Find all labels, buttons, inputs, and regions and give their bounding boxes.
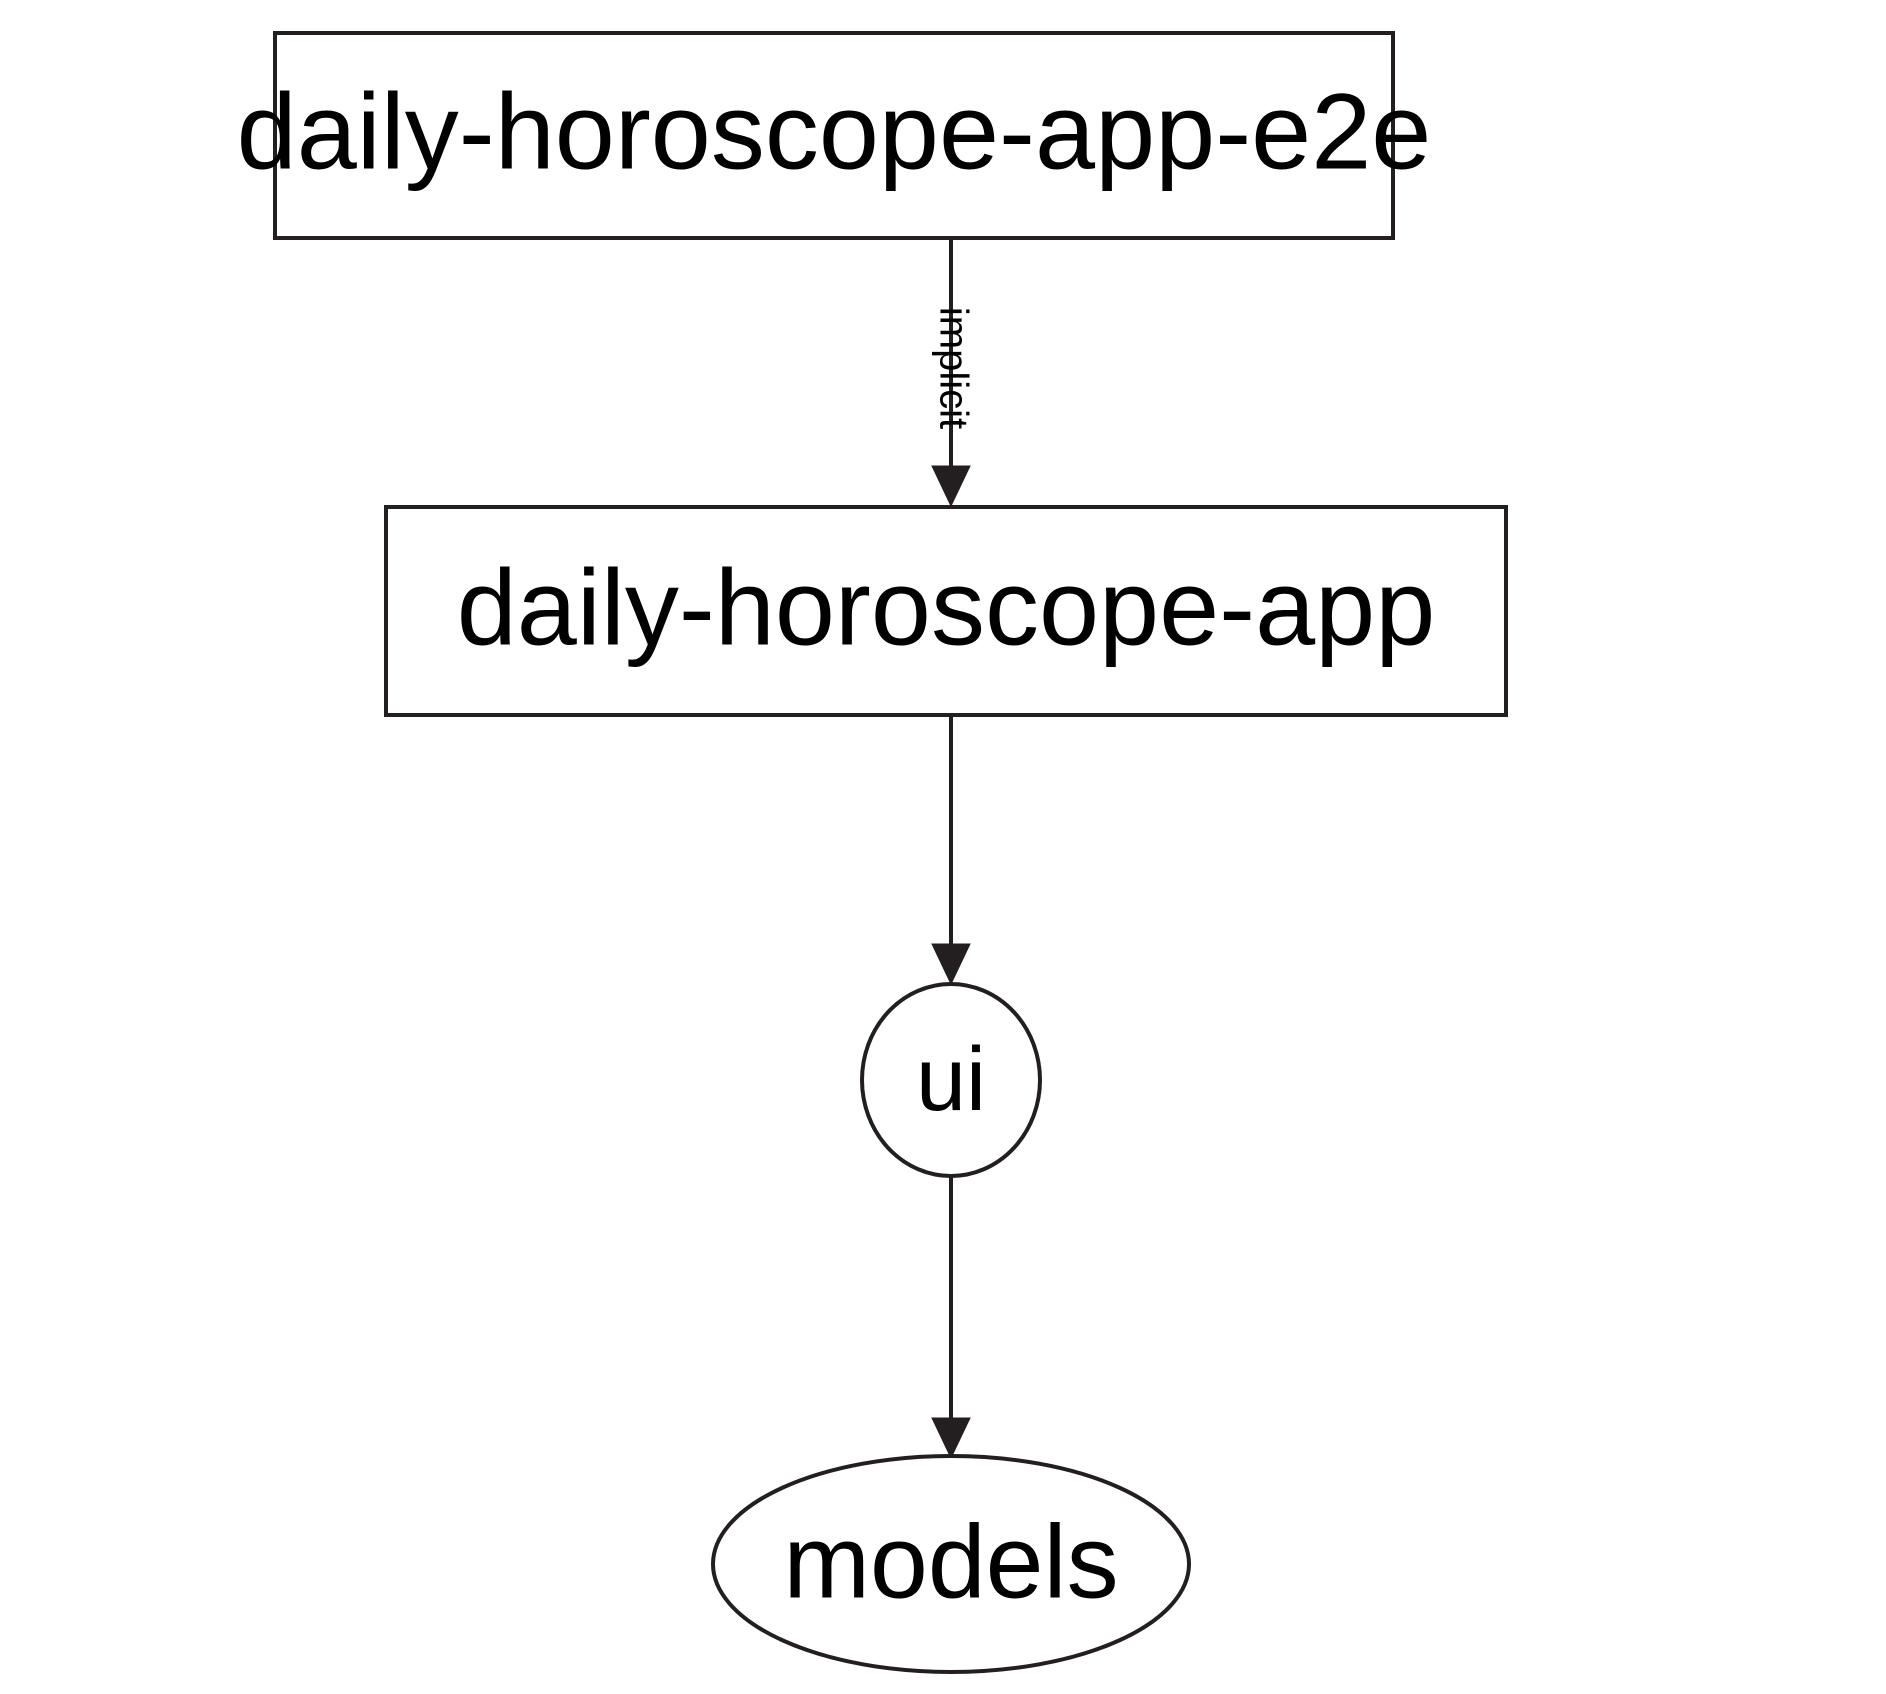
node-label-models: models	[783, 1504, 1118, 1620]
edge-e2e-to-app[interactable]: implicit	[931, 240, 975, 508]
node-ui[interactable]: ui	[860, 982, 1042, 1178]
edge-arrowhead-app-to-ui	[931, 943, 971, 986]
node-daily-horoscope-app-e2e[interactable]: daily-horoscope-app-e2e	[237, 31, 1432, 240]
node-rect-daily-horoscope-app[interactable]	[384, 505, 1508, 717]
node-rect-daily-horoscope-app-e2e[interactable]	[273, 31, 1395, 240]
node-label-daily-horoscope-app: daily-horoscope-app	[457, 547, 1436, 668]
node-models[interactable]: models	[711, 1454, 1191, 1674]
node-label-daily-horoscope-app-e2e: daily-horoscope-app-e2e	[237, 71, 1432, 192]
edge-arrowhead-ui-to-models	[931, 1417, 971, 1460]
edge-arrowhead-e2e-to-app	[931, 465, 971, 508]
node-label-ui: ui	[916, 1030, 986, 1130]
node-daily-horoscope-app[interactable]: daily-horoscope-app	[384, 505, 1508, 717]
node-ellipse-models[interactable]	[711, 1454, 1191, 1674]
edge-app-to-ui[interactable]	[931, 717, 971, 986]
edge-label-implicit: implicit	[931, 307, 975, 429]
edge-ui-to-models[interactable]	[931, 1176, 971, 1460]
